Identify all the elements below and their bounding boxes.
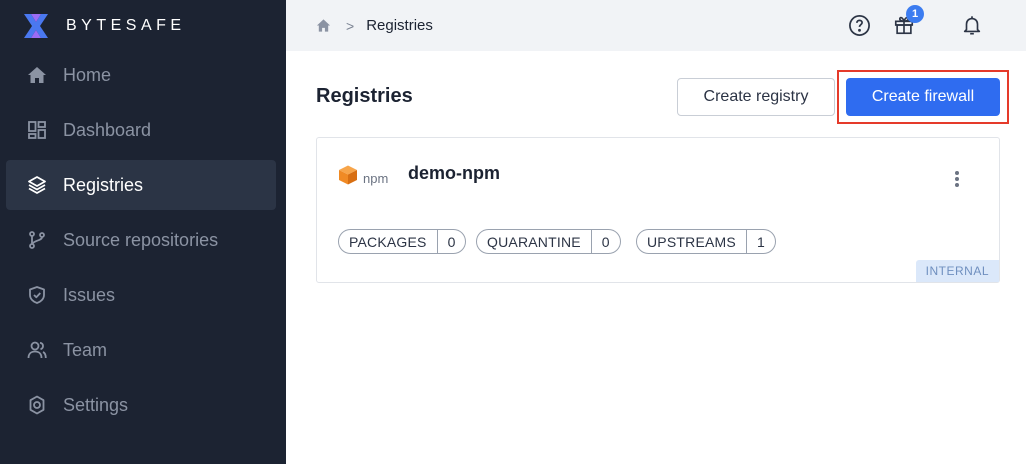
stat-pill-packages: PACKAGES 0 [338, 229, 467, 254]
page-title: Registries [316, 85, 413, 107]
gift-icon[interactable]: 1 [892, 5, 924, 37]
layers-icon [26, 174, 48, 196]
sidebar-item-label: Source repositories [63, 229, 219, 250]
sidebar-nav: Home Dashboard Registries Source reposit… [6, 50, 276, 435]
registry-card[interactable]: npm demo-npm PACKAGES 0 QUARANTINE 0 UPS… [316, 137, 1000, 283]
help-circle-icon[interactable] [847, 13, 871, 37]
brand[interactable]: BYTESAFE [22, 10, 186, 42]
sidebar-item-dashboard[interactable]: Dashboard [6, 105, 276, 155]
kebab-menu-icon[interactable] [949, 168, 965, 190]
scope-tag: INTERNAL [915, 260, 999, 282]
brand-name: BYTESAFE [66, 17, 186, 34]
sidebar-item-registries[interactable]: Registries [6, 160, 276, 210]
box-icon [339, 165, 357, 185]
stat-label: PACKAGES [349, 233, 427, 250]
stat-label: UPSTREAMS [647, 233, 736, 250]
breadcrumb-home-icon[interactable] [316, 18, 332, 34]
gear-icon [26, 394, 48, 416]
sidebar-item-label: Team [63, 339, 108, 360]
users-icon [26, 339, 48, 361]
sidebar-item-home[interactable]: Home [6, 50, 276, 100]
stat-label: QUARANTINE [487, 233, 581, 250]
sidebar-item-label: Home [63, 64, 112, 85]
sidebar-item-team[interactable]: Team [6, 325, 276, 375]
package-type-label: npm [363, 171, 389, 186]
sidebar-item-settings[interactable]: Settings [6, 380, 276, 430]
sidebar-item-label: Registries [63, 174, 144, 195]
breadcrumb: > Registries [316, 0, 433, 51]
topbar: > Registries 1 [286, 0, 1026, 51]
registry-name[interactable]: demo-npm [408, 163, 500, 183]
sidebar-item-label: Dashboard [63, 119, 152, 140]
stat-value: 0 [590, 230, 620, 253]
stat-value: 0 [436, 230, 466, 253]
git-branch-icon [26, 229, 48, 251]
create-registry-button[interactable]: Create registry [677, 78, 835, 116]
sidebar-item-label: Issues [63, 284, 116, 305]
sidebar: BYTESAFE Home Dashboard Registries Sourc… [0, 0, 286, 464]
stat-pill-quarantine: QUARANTINE 0 [476, 229, 621, 254]
highlight-outline [837, 70, 1009, 124]
notification-badge: 1 [906, 5, 924, 23]
sidebar-item-source-repositories[interactable]: Source repositories [6, 215, 276, 265]
dashboard-icon [26, 119, 48, 141]
sidebar-item-label: Settings [63, 394, 129, 415]
shield-icon [26, 284, 48, 306]
breadcrumb-separator: > [346, 17, 355, 34]
home-icon [26, 64, 48, 86]
bytesafe-logo-icon [24, 14, 48, 38]
breadcrumb-current: Registries [366, 17, 433, 34]
stat-value: 1 [745, 230, 775, 253]
sidebar-item-issues[interactable]: Issues [6, 270, 276, 320]
stat-pill-upstreams: UPSTREAMS 1 [636, 229, 776, 254]
bell-icon[interactable] [960, 13, 984, 37]
create-firewall-button[interactable]: Create firewall [846, 78, 1000, 116]
